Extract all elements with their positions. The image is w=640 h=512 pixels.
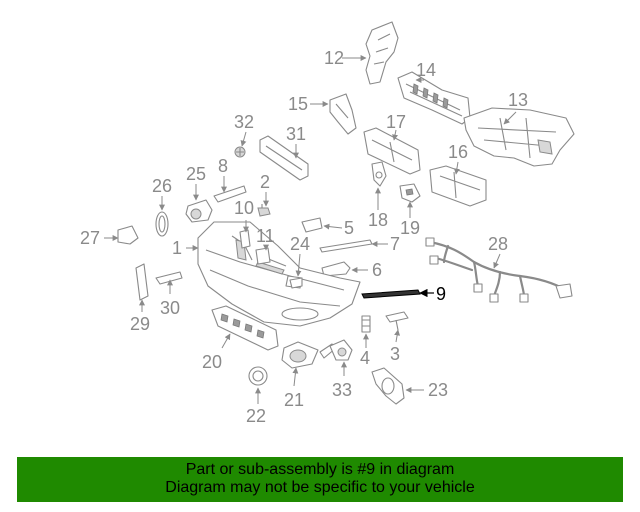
part-29-bracket [135,263,149,301]
callout-32: 32 [234,112,254,132]
part-8-bracket [213,185,247,203]
callout-28: 28 [488,234,508,254]
part-17-absorber [363,127,421,175]
callout-18: 18 [368,210,388,230]
part-7-strip [319,239,373,253]
part-16-absorber [429,165,487,207]
part-30-bracket [155,271,183,285]
leader-lines [104,55,517,404]
part-20-grille [211,305,279,351]
part-4-clip [361,315,371,333]
part-10-bracket [239,229,251,249]
callout-21: 21 [284,390,304,410]
callout-19: 19 [400,218,420,238]
callout-8: 8 [218,156,228,176]
callout-17: 17 [386,112,406,132]
callout-10: 10 [234,198,254,218]
callout-26: 26 [152,176,172,196]
banner-line-2: Diagram may not be specific to your vehi… [165,479,475,496]
part-12-bracket [365,21,399,85]
callout-27: 27 [80,228,100,248]
callout-7: 7 [390,234,400,254]
part-24-clip [289,277,303,289]
part-33-fog-lamp [329,339,353,361]
part-18-clip [371,161,387,187]
callout-12: 12 [324,48,344,68]
part-23-bracket [371,367,405,405]
part-13-absorber [463,107,575,167]
callout-33: 33 [332,380,352,400]
callout-9-highlighted: 9 [436,284,446,304]
part-6-bracket [321,261,351,277]
parts-diagram: 12 14 13 15 17 16 18 19 32 31 8 25 2 26 … [80,21,575,426]
callout-15: 15 [288,94,308,114]
part-14-reinforcement [397,71,471,125]
callout-16: 16 [448,142,468,162]
info-banner: Part or sub-assembly is #9 in diagram Di… [17,457,623,502]
callout-31: 31 [286,124,306,144]
callout-11: 11 [256,226,275,246]
callout-3: 3 [390,344,400,364]
callout-30: 30 [160,298,180,318]
part-3-pushpin [385,311,409,331]
callout-22: 22 [246,406,266,426]
callout-24: 24 [290,234,310,254]
part-5-tab [301,217,323,233]
callout-labels: 12 14 13 15 17 16 18 19 32 31 8 25 2 26 … [80,48,528,426]
callout-1: 1 [172,238,182,258]
part-32-screw [234,146,246,158]
callout-6: 6 [372,260,382,280]
callout-14: 14 [416,60,436,80]
callout-20: 20 [202,352,222,372]
callout-2: 2 [260,172,270,192]
part-11-trim [255,247,271,265]
part-15-bracket [329,93,357,135]
callout-25: 25 [186,164,206,184]
part-28-wiring-harness [425,237,573,303]
part-22-ring [248,366,268,386]
part-25-sensor [185,199,213,223]
part-27-holder [117,225,139,245]
banner-line-1: Part or sub-assembly is #9 in diagram [185,461,455,478]
part-2-bolt [257,204,271,217]
part-31-plate-bracket [259,135,309,181]
part-26-seal [155,211,169,237]
callout-13: 13 [508,90,528,110]
part-1-bumper-cover [197,221,361,327]
part-9-highlighted-strip [361,289,421,299]
part-21-fog-bezel [281,341,337,369]
callout-23: 23 [428,380,448,400]
part-19-bracket [399,183,421,203]
callout-5: 5 [344,218,354,238]
callout-4: 4 [360,348,370,368]
callout-29: 29 [130,314,150,334]
